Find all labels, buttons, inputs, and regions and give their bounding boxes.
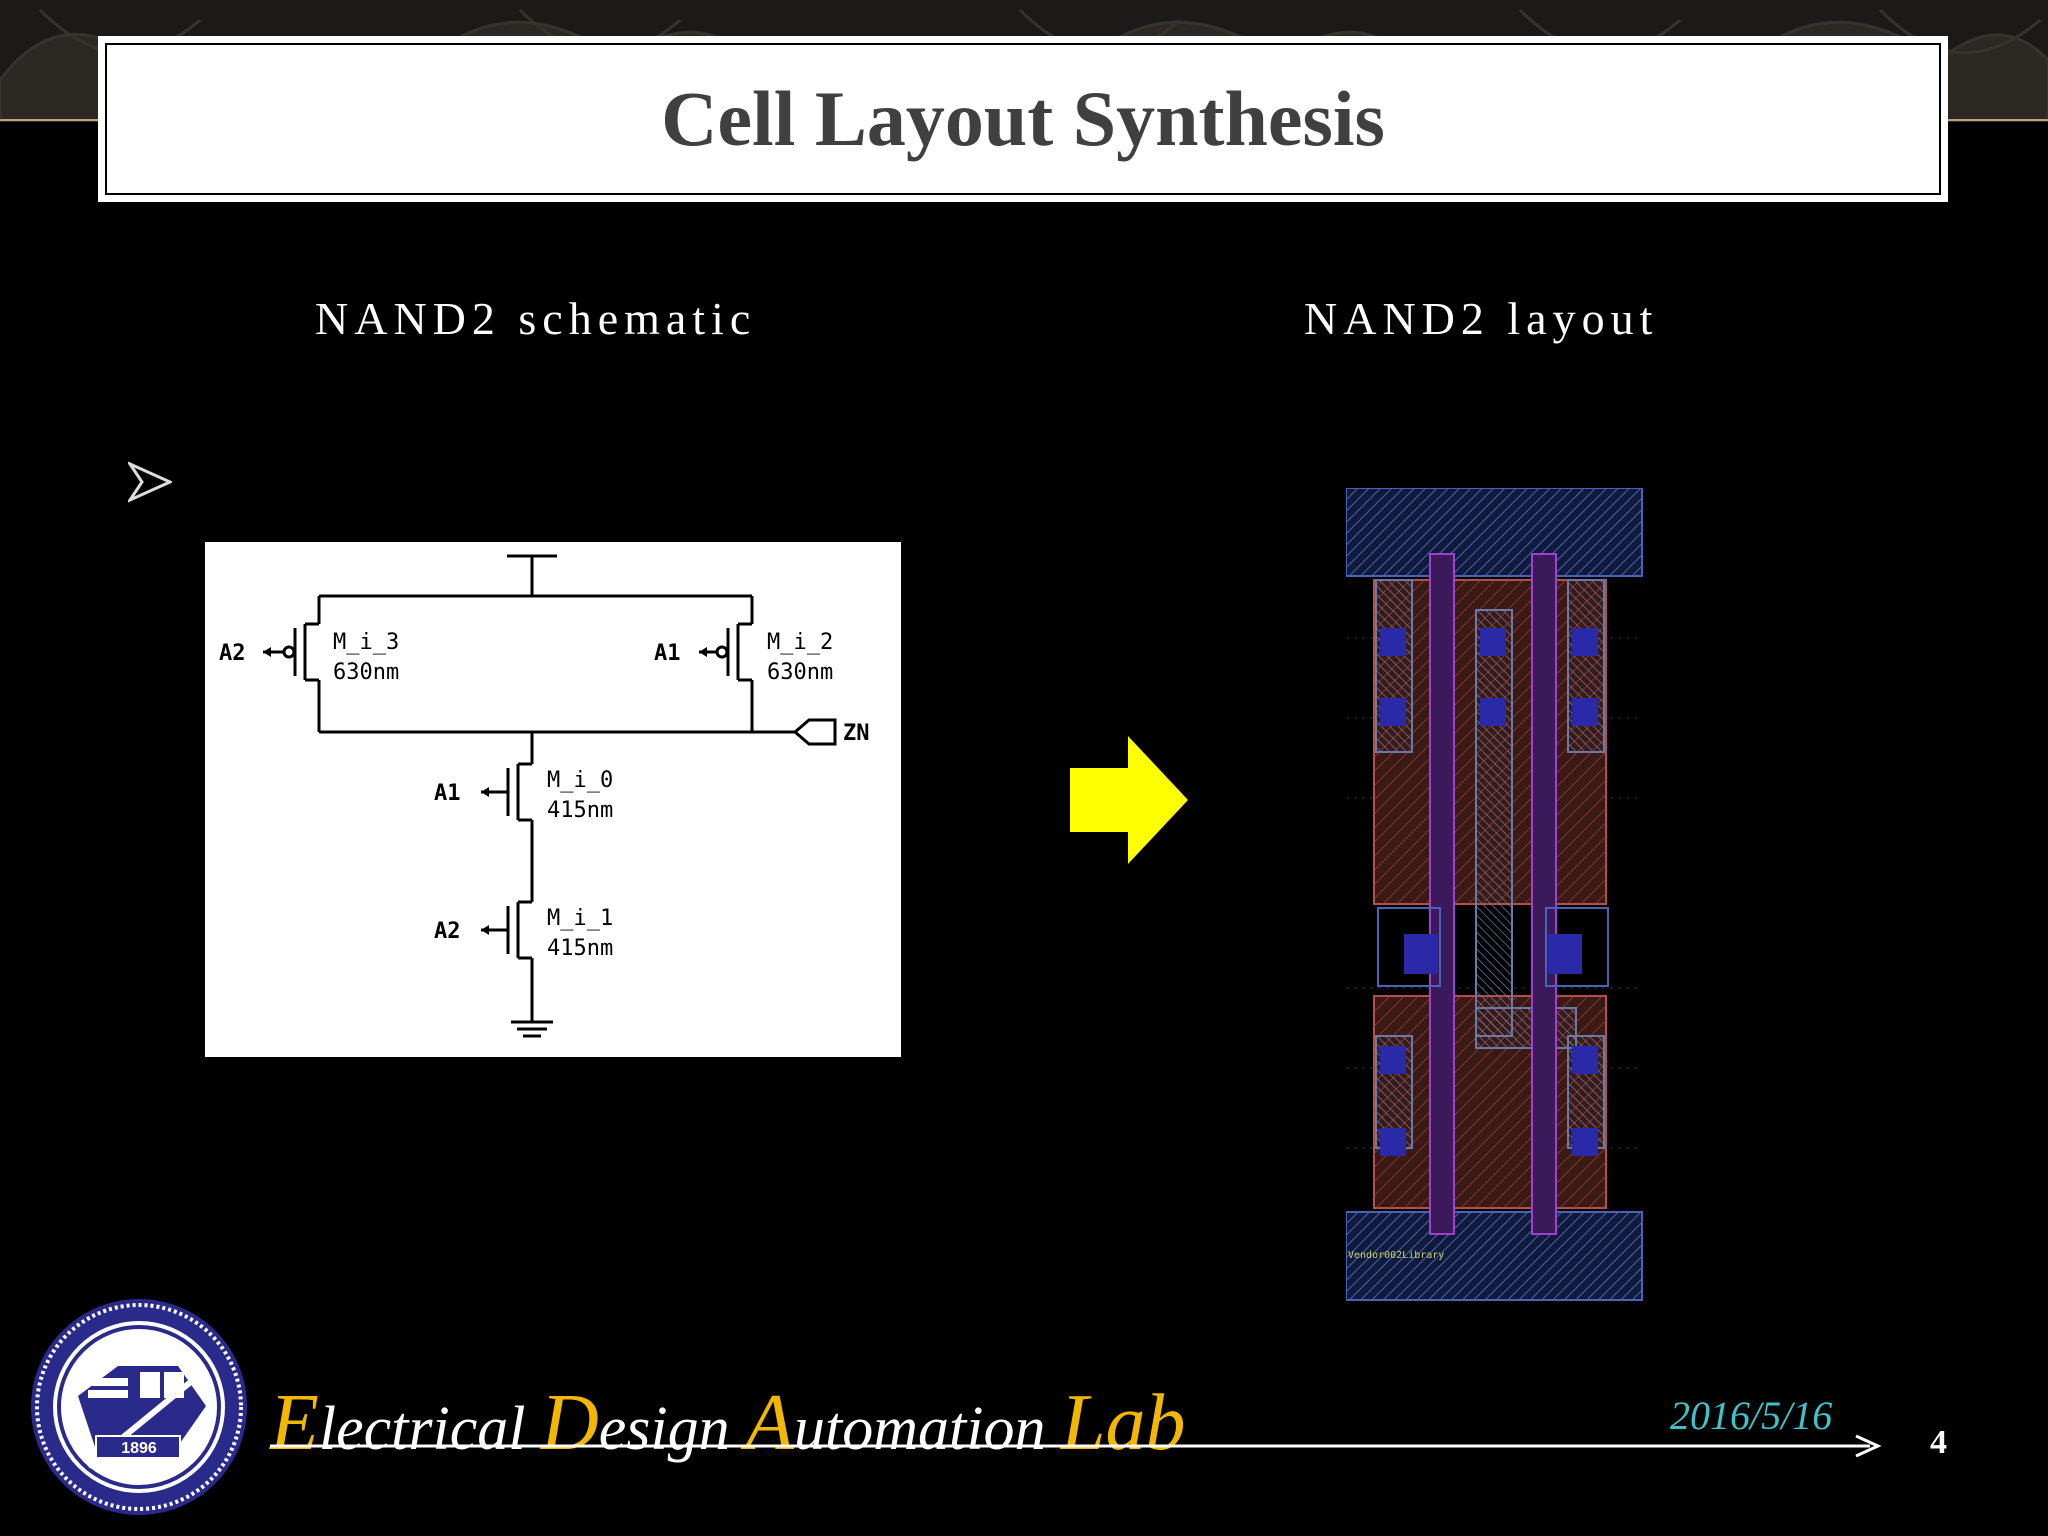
transistor-name-m-i-3: M_i_3 <box>333 630 399 655</box>
gate-label-m-i-0: A1 <box>434 781 461 806</box>
lab-name-rest-e: lectrical <box>318 1395 541 1463</box>
logo-year: 1896 <box>121 1440 157 1457</box>
layout-library-label: Vendor002Library <box>1348 1250 1444 1261</box>
transistor-size-m-i-0: 415nm <box>547 798 613 823</box>
arrowhead-bullet-icon <box>125 460 174 509</box>
lab-name-cap-d: D <box>540 1379 599 1467</box>
transistor-name-m-i-0: M_i_0 <box>547 768 613 793</box>
layout-heading: NAND2 layout <box>1304 293 1659 344</box>
transistor-size-m-i-3: 630nm <box>333 660 399 685</box>
transistor-name-m-i-2: M_i_2 <box>767 630 833 655</box>
lab-name-cap-a: A <box>745 1379 794 1467</box>
lab-name-cap-lab: Lab <box>1060 1379 1186 1467</box>
lab-name-rest-a: utomation <box>794 1395 1061 1463</box>
nand2-layout: Vendor002Library <box>1345 487 1646 1302</box>
lab-name-rest-d: esign <box>598 1395 746 1463</box>
gate-label-m-i-3: A2 <box>219 641 246 666</box>
page-number: 4 <box>1930 1424 1947 1461</box>
gate-label-m-i-2: A1 <box>654 641 681 666</box>
output-pin-label: ZN <box>843 721 870 746</box>
footer-arrow-line <box>270 1434 1882 1463</box>
transistor-name-m-i-1: M_i_1 <box>547 906 613 931</box>
schematic-heading: NAND2 schematic <box>315 293 757 344</box>
title-box: Cell Layout Synthesis <box>98 36 1948 202</box>
slide-date: 2016/5/16 <box>1670 1393 1833 1438</box>
university-logo: 1896 <box>28 1296 250 1523</box>
transistor-size-m-i-2: 630nm <box>767 660 833 685</box>
transistor-size-m-i-1: 415nm <box>547 936 613 961</box>
gate-label-m-i-1: A2 <box>434 919 461 944</box>
slide-title: Cell Layout Synthesis <box>661 75 1385 162</box>
nand2-schematic: A2 A1 A1 A2 ZN M_i_3 630nm M_i_2 630nm M… <box>205 542 901 1057</box>
lab-name-cap-e: E <box>270 1379 319 1467</box>
lab-name: Electrical Design Automation Lab <box>270 1378 1185 1469</box>
right-arrow-icon <box>1068 736 1190 869</box>
